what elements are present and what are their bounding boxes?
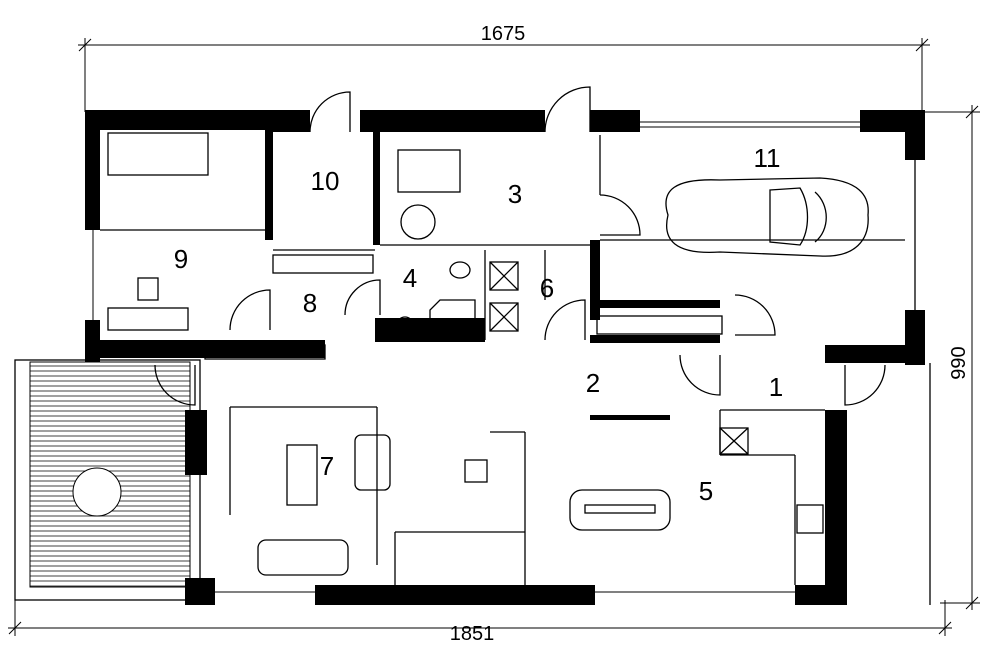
room-label-5: 5 — [699, 476, 713, 506]
room-label-9: 9 — [174, 244, 188, 274]
room-label-1: 1 — [769, 372, 783, 402]
room-label-8: 8 — [303, 288, 317, 318]
room-label-4: 4 — [403, 263, 417, 293]
walls — [85, 110, 925, 605]
dimension-right: 990 — [925, 105, 980, 610]
room-label-10: 10 — [311, 166, 340, 196]
dimension-top: 1675 — [78, 23, 930, 112]
room-label-11: 11 — [754, 143, 781, 173]
room-label-2: 2 — [586, 368, 600, 398]
dimension-bottom-label: 1851 — [450, 623, 495, 645]
room-label-6: 6 — [540, 273, 554, 303]
terrace — [14, 359, 201, 601]
furniture — [107, 132, 824, 576]
room-label-3: 3 — [508, 179, 522, 209]
interior-partitions — [92, 86, 931, 605]
dimension-bottom: 1851 — [8, 600, 952, 645]
room-label-7: 7 — [320, 451, 334, 481]
dimension-top-label: 1675 — [481, 23, 526, 45]
room-labels: 1 2 3 4 5 6 7 8 9 10 11 — [174, 143, 783, 506]
dimension-right-label: 990 — [948, 346, 970, 379]
car-icon — [665, 177, 869, 257]
